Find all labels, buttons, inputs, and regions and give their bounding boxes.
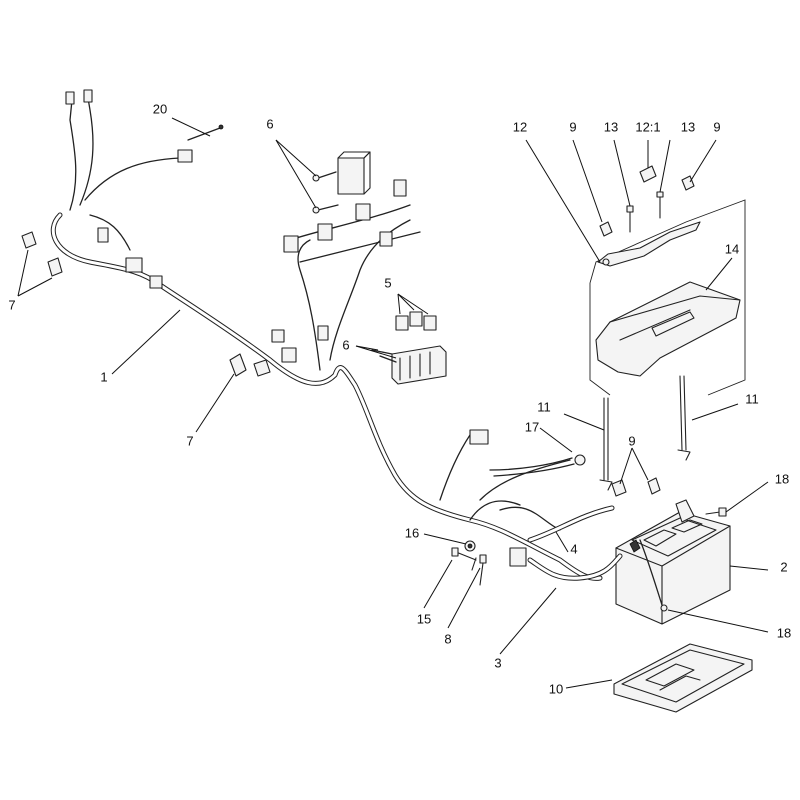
- relays-part-5: [395, 311, 437, 331]
- callout-12-1: 12:1: [635, 119, 660, 134]
- relay-mount-top: [312, 151, 371, 214]
- callout-18-top: 18: [775, 471, 789, 486]
- callout-1: 1: [100, 369, 107, 384]
- callout-9-a: 9: [569, 119, 576, 134]
- callout-5: 5: [384, 275, 391, 290]
- callout-7-bottom: 7: [186, 433, 193, 448]
- callout-11-right: 11: [745, 391, 759, 406]
- callout-6-top: 6: [266, 116, 273, 131]
- callout-16: 16: [405, 525, 419, 540]
- hardware-parts-15-16-8: [451, 540, 487, 586]
- callout-9-b: 9: [713, 119, 720, 134]
- callout-2: 2: [780, 559, 787, 574]
- callout-6-lower: 6: [342, 337, 349, 352]
- part-20-jumper-wire: [187, 124, 224, 141]
- main-wire-harness: [50, 89, 603, 581]
- callout-14: 14: [725, 241, 739, 256]
- callout-8: 8: [444, 631, 451, 646]
- clip-part-7-b: [229, 353, 271, 377]
- callout-4: 4: [570, 541, 577, 556]
- callout-13-b: 13: [681, 119, 695, 134]
- callout-9-c: 9: [628, 433, 635, 448]
- callout-10: 10: [549, 681, 563, 696]
- callout-17: 17: [525, 419, 539, 434]
- callout-13-a: 13: [604, 119, 618, 134]
- leader-lines: [17, 117, 769, 689]
- fuse-block-part-6: [371, 345, 447, 385]
- battery-part-2: [615, 505, 731, 625]
- callout-15: 15: [417, 611, 431, 626]
- callout-11-left: 11: [537, 399, 551, 414]
- callout-18-bottom: 18: [777, 625, 791, 640]
- callout-labels: 20 6 7 1 7 5 6 12 9 13 12:1 13 9 14 11 1…: [8, 101, 791, 696]
- callout-7-left: 7: [8, 297, 15, 312]
- battery-hold-down-assembly: [589, 165, 746, 491]
- callout-3: 3: [494, 655, 501, 670]
- battery-cables: [489, 454, 727, 612]
- callout-12: 12: [513, 119, 527, 134]
- clip-part-7-a: [21, 231, 63, 277]
- callout-20: 20: [153, 101, 167, 116]
- battery-tray-part-10: [613, 643, 753, 713]
